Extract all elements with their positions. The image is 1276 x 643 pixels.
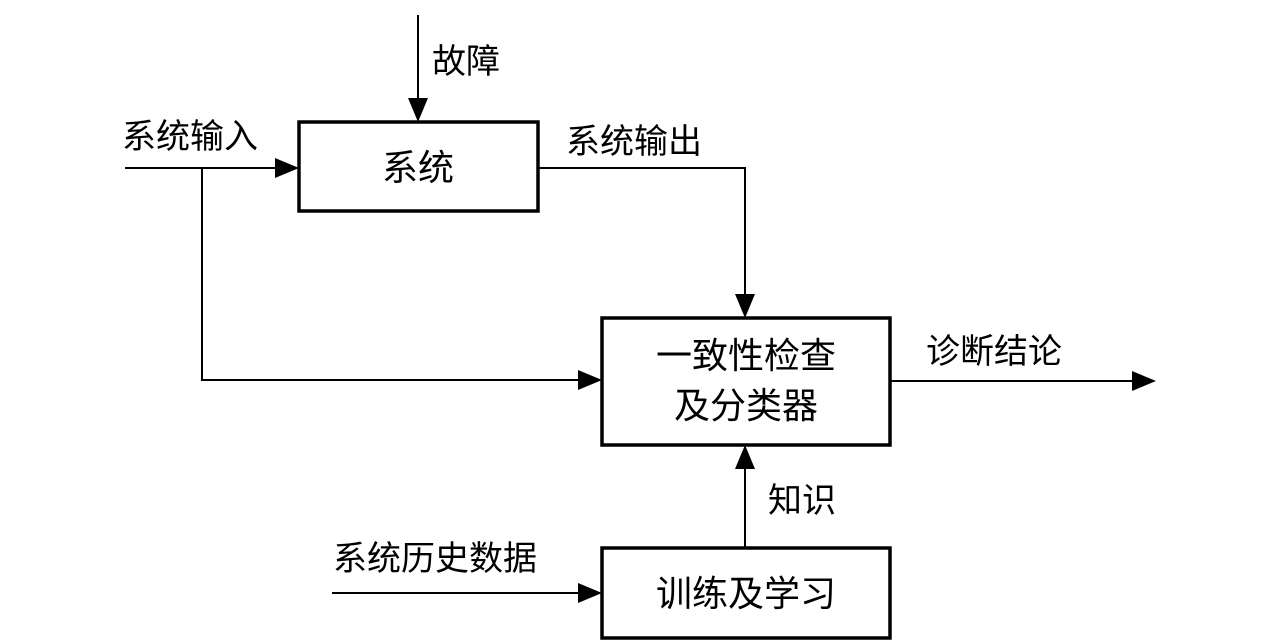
system-history-data-label: 系统历史数据 — [333, 539, 537, 579]
consistency-classifier-label-line2: 及分类器 — [674, 386, 818, 427]
system-input-label: 系统输入 — [122, 117, 258, 157]
history-data-arrow — [332, 583, 602, 603]
system-output-label: 系统输出 — [566, 122, 702, 162]
system-block — [297, 120, 540, 213]
consistency-classifier-block — [600, 316, 892, 447]
knowledge-label: 知识 — [768, 481, 836, 521]
diagnosis-conclusion-label: 诊断结论 — [926, 332, 1062, 372]
diagnosis-output-arrow — [890, 371, 1156, 391]
system-block-label: 系统 — [382, 148, 454, 189]
system-input-arrow — [125, 158, 299, 178]
input-branch-arrow — [201, 168, 602, 390]
consistency-classifier-label-line1: 一致性检查 — [656, 336, 836, 377]
fault-arrow — [408, 15, 428, 122]
knowledge-arrow — [735, 445, 755, 548]
training-learning-label: 训练及学习 — [656, 574, 836, 615]
system-output-arrow — [538, 167, 755, 318]
fault-label: 故障 — [432, 42, 500, 82]
